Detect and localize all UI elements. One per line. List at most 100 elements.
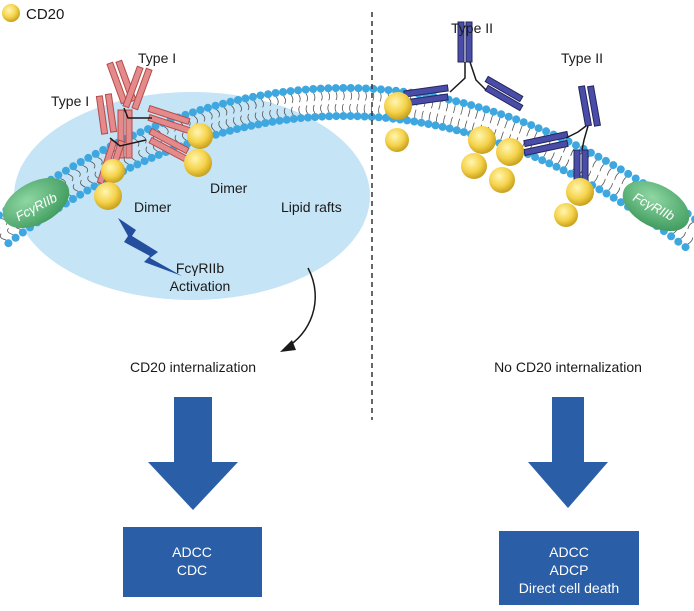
type-i-label-left: Type I (51, 93, 89, 109)
lipid-head (233, 125, 242, 133)
lipid-head (140, 157, 149, 166)
cd20-ball (496, 138, 524, 166)
lipid-head (304, 113, 312, 122)
lipid-head (147, 153, 156, 162)
lipid-head (268, 117, 277, 126)
lipid-head (417, 118, 426, 127)
type-ii-label-right: Type II (561, 50, 603, 66)
lipid-head (369, 84, 378, 93)
lipid-head (431, 121, 440, 130)
cd20-ball (554, 203, 578, 227)
lipid-head (474, 103, 483, 112)
lipid-head (76, 158, 85, 166)
type-i-hinges (109, 107, 152, 147)
lipid-head (403, 116, 412, 125)
lipid-head (360, 112, 369, 121)
activation-lightning-icon (118, 218, 182, 276)
lipid-rafts-label: Lipid rafts (281, 199, 342, 215)
lipid-head (69, 162, 78, 171)
left-outcome-adcc: ADCC (172, 544, 212, 560)
dimer-label-right: Dimer (210, 180, 248, 196)
lipid-head (534, 124, 543, 133)
lipid-head (84, 153, 93, 162)
type-ii-hinges (449, 61, 589, 151)
left-down-arrow (148, 397, 238, 510)
lipid-head (691, 215, 694, 224)
cd20-ball (461, 153, 487, 179)
type-i-label-top: Type I (138, 50, 176, 66)
cd20-ball (94, 182, 122, 210)
lipid-head (196, 106, 205, 114)
lipid-head (531, 153, 540, 162)
cd20-ball (566, 178, 594, 206)
lipid-head (354, 84, 363, 93)
lipid-head (318, 112, 327, 121)
lipid-head (346, 84, 355, 92)
lipid-head (254, 120, 263, 129)
fcgr-activation-line1: FcγRIIb (176, 260, 224, 276)
lipid-head (353, 112, 362, 121)
lipid-head (294, 86, 303, 95)
cd20-internalization-label: CD20 internalization (130, 359, 256, 375)
right-down-arrow (528, 397, 608, 508)
cd20-ball (384, 92, 412, 120)
lipid-head (241, 94, 250, 103)
lipid-head (438, 122, 447, 131)
lipid-head (133, 160, 142, 169)
lipid-head (282, 115, 291, 124)
lipid-head (572, 141, 580, 150)
lipid-head (61, 166, 70, 175)
fcgr-receptor-right: FcγRIIb (622, 180, 690, 232)
left-outcome-cdc: CDC (177, 562, 207, 578)
lipid-head (674, 237, 683, 246)
lipid-head (497, 110, 506, 119)
lipid-head (309, 85, 318, 93)
lipid-head (374, 113, 383, 122)
cd20-ball (385, 128, 409, 152)
lipid-head (467, 101, 476, 110)
fcgr-activation-line2: Activation (170, 278, 231, 294)
dimer-label-left: Dimer (134, 199, 172, 215)
lipid-head (289, 114, 298, 123)
lipid-head (595, 185, 604, 194)
cd20-ball (468, 126, 496, 154)
lipid-head (410, 117, 419, 126)
lipid-head (203, 103, 212, 112)
lipid-head (256, 91, 265, 100)
type-ii-label-top: Type II (451, 20, 493, 36)
lipid-head (18, 228, 27, 237)
lipid-head (264, 90, 273, 99)
lipid-head (219, 99, 227, 108)
lipid-head (459, 99, 468, 108)
lipid-head (384, 86, 393, 95)
lipid-head (609, 193, 618, 202)
lipid-head (519, 118, 528, 127)
lipid-head (324, 84, 333, 93)
lipid-head (83, 186, 92, 195)
lipid-head (325, 112, 334, 121)
lipid-head (377, 85, 385, 94)
lipid-head (459, 128, 468, 137)
lipid-head (445, 124, 454, 133)
cd20-ball (187, 123, 213, 149)
lipid-head (99, 146, 108, 154)
lipid-head (594, 152, 603, 161)
cd20-ball (489, 167, 515, 193)
lipid-head (482, 105, 491, 114)
lipid-head (631, 174, 640, 183)
lipid-head (681, 243, 690, 252)
lipid-head (624, 169, 633, 178)
lipid-head (234, 96, 242, 104)
lipid-head (538, 156, 547, 165)
lipid-head (188, 108, 197, 117)
lipid-head (616, 198, 625, 207)
lipid-raft (14, 92, 370, 300)
lipid-head (527, 121, 536, 130)
lipid-head (316, 84, 325, 93)
lipid-head (54, 171, 63, 180)
internalization-arrowhead (280, 340, 296, 352)
cd20-molecules (94, 92, 594, 227)
lipid-head (559, 166, 568, 175)
lipid-head (609, 161, 618, 170)
